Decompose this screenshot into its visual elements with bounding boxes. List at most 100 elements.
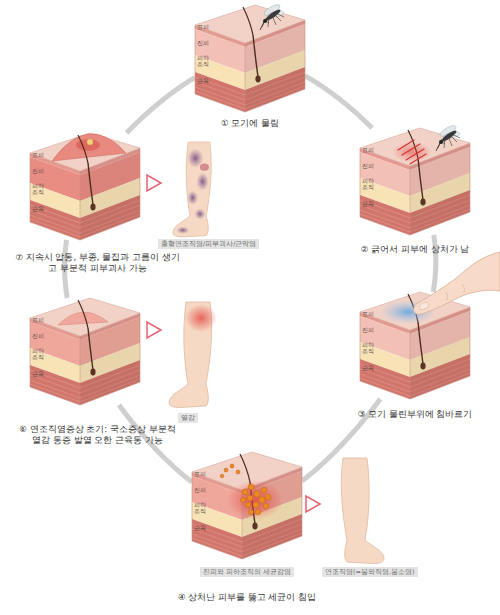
muscle-fiber xyxy=(195,87,245,105)
muscle-fiber xyxy=(30,210,80,228)
layer-label: 표피 xyxy=(194,471,212,477)
necrosis-patch xyxy=(177,227,190,234)
finding-tag: 출혈연조직염/피부괴사/근막염 xyxy=(158,239,259,249)
layer-label: 진피 xyxy=(32,168,50,174)
bacterium xyxy=(254,491,260,497)
muscle-fiber xyxy=(30,215,80,233)
skin-section: ⑥ 연조직염증상 초기: 국소증상 부분적 열감 통증 발열 오한 근육통 가능… xyxy=(30,298,140,405)
skin-swelling xyxy=(52,134,126,161)
step-caption: ② 긁어서 피부에 상처가 남 xyxy=(330,244,500,255)
mosquito xyxy=(260,3,284,30)
hair-bulb xyxy=(90,369,95,376)
skin-section-shape xyxy=(30,298,140,405)
saliva-spot xyxy=(380,300,436,324)
section-outline xyxy=(30,148,140,240)
muscle-fiber xyxy=(192,524,242,542)
skin-section-shape xyxy=(192,452,302,559)
mosquito-head xyxy=(439,140,443,144)
bacteria-cluster xyxy=(220,464,271,515)
knuckle-lines xyxy=(446,284,465,300)
skin-swelling xyxy=(58,312,108,325)
muscle-fiber xyxy=(360,205,410,223)
section-edge xyxy=(410,330,411,399)
hair-shaft xyxy=(408,294,418,322)
skin-section-shape xyxy=(360,292,470,399)
pus-blister xyxy=(87,139,93,145)
layer-label: 진피 xyxy=(362,163,380,169)
hair-bulb xyxy=(420,199,425,206)
bacterium xyxy=(265,494,271,500)
mosquito-legs xyxy=(262,13,284,27)
layer-label: 피하 조직 xyxy=(32,183,46,195)
layer-label: 진피 xyxy=(194,487,212,493)
hair-bulb xyxy=(420,363,425,370)
skin-section: ④ 상처난 피부를 뚫고 세균이 침입표피진피피하 조직근육 xyxy=(192,452,302,559)
bacterium xyxy=(261,487,267,493)
hair-shaft xyxy=(408,130,418,158)
pointer-triangle xyxy=(306,496,320,512)
layer-label: 근육 xyxy=(362,201,380,207)
bacterium xyxy=(248,509,253,514)
muscle-fiber xyxy=(195,91,245,109)
skin-section: ① 모기에 물림표피진피피하 조직근육 xyxy=(195,5,305,112)
layer-label: 진피 xyxy=(197,40,215,46)
mosquito-body xyxy=(264,8,281,22)
skin-surface xyxy=(30,298,140,336)
bacterium xyxy=(248,484,254,490)
section-edge xyxy=(242,490,243,559)
step-caption: ③ 모기 물린부위에 침바르기 xyxy=(330,409,500,420)
bacterium xyxy=(253,502,259,508)
layer-label: 피하 조직 xyxy=(362,178,376,190)
section-edge xyxy=(410,166,411,235)
section-outline xyxy=(30,313,140,405)
fingernail xyxy=(418,301,430,311)
skin-section-shape xyxy=(30,133,140,240)
leg-shape xyxy=(173,142,211,237)
section-edge xyxy=(80,336,81,405)
bacterium xyxy=(240,497,245,502)
hair-root xyxy=(88,328,93,370)
layer-label: 피하 조직 xyxy=(197,55,211,67)
tissue-layer xyxy=(360,195,410,235)
muscle-fiber xyxy=(30,380,80,398)
hair-shaft xyxy=(243,7,253,35)
leg-illustration xyxy=(169,302,217,407)
layer-label: 표피 xyxy=(362,311,380,317)
skin-section-shape xyxy=(195,5,305,112)
layer-label: 근육 xyxy=(197,78,215,84)
finding-label: 열감 xyxy=(181,414,195,422)
layer-label: 진피 xyxy=(362,327,380,333)
section-edge xyxy=(80,171,81,240)
hair-root xyxy=(250,482,255,524)
muscle-fiber xyxy=(192,534,242,552)
mosquito-proboscis xyxy=(260,22,264,30)
step-caption: ① 모기에 물림 xyxy=(175,118,325,129)
hemorrhage-spot xyxy=(200,164,209,171)
muscle-fiber xyxy=(192,538,242,556)
bacterium xyxy=(220,474,224,478)
section-outline xyxy=(360,307,470,399)
section-outline xyxy=(195,20,305,112)
layer-label: 피하 조직 xyxy=(194,502,208,514)
redness-spot xyxy=(185,304,217,332)
necrosis-patch xyxy=(196,173,209,191)
tissue-layer xyxy=(192,519,242,559)
cycle-ring xyxy=(305,76,372,128)
bacterium xyxy=(245,502,251,508)
hair-shaft xyxy=(78,135,88,163)
bacterium xyxy=(255,509,261,515)
layer-label: 표피 xyxy=(197,24,215,30)
layer-label: 표피 xyxy=(362,147,380,153)
bacterium xyxy=(259,497,265,503)
tissue-layer xyxy=(30,200,80,240)
muscle-fiber xyxy=(360,378,410,396)
infection-glow xyxy=(227,480,283,520)
inflamed-area xyxy=(76,139,100,151)
necrosis-patch xyxy=(187,148,203,168)
bacterium xyxy=(230,464,234,468)
muscle-fiber xyxy=(30,370,80,388)
muscle-fiber xyxy=(30,384,80,402)
bacterium xyxy=(242,489,248,495)
mosquito-proboscis xyxy=(436,143,440,151)
skin-surface xyxy=(195,5,305,43)
